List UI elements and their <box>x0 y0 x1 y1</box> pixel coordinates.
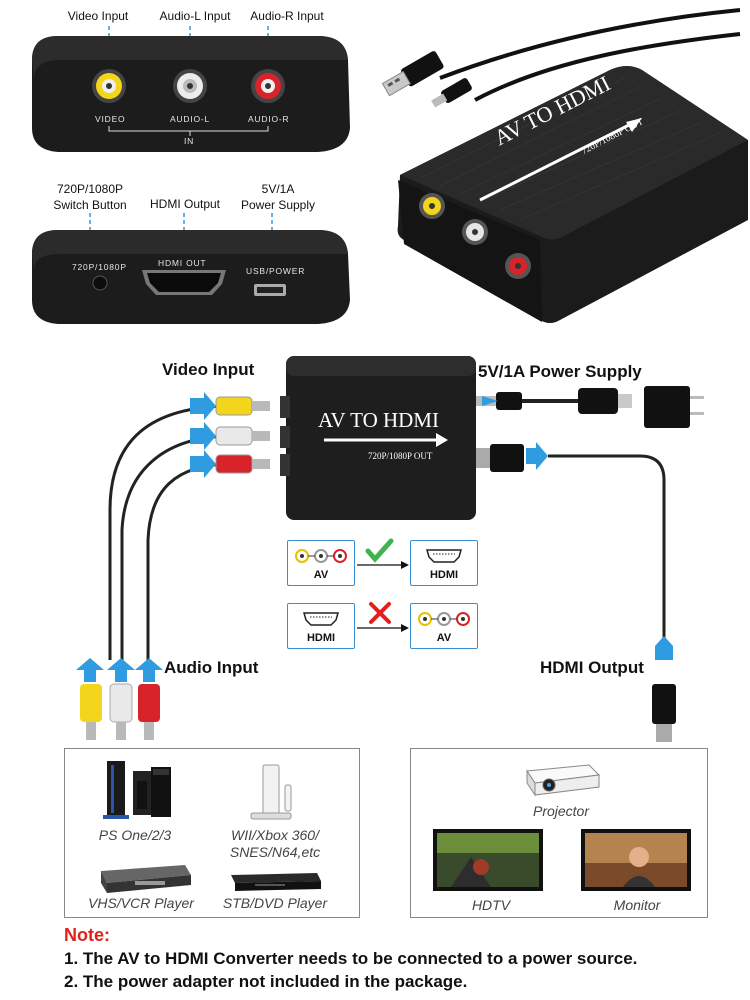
flow-box-hdmi-source: HDMI <box>287 603 355 649</box>
flow-ok-arrow <box>357 538 409 569</box>
label-audio-r-input: Audio-R Input <box>250 9 324 23</box>
flow-label-hdmi: HDMI <box>306 632 336 644</box>
front-label-audio-r: AUDIO-R <box>248 114 290 124</box>
connection-diagram <box>76 356 704 742</box>
label-audio-l-input: Audio-L Input <box>159 9 231 23</box>
front-label-video: VIDEO <box>95 114 126 124</box>
flow-label-av: AV <box>436 632 452 644</box>
back-label-usb-power: USB/POWER <box>246 266 306 276</box>
wii-console-icon <box>250 764 292 820</box>
front-label-audio-l: AUDIO-L <box>170 114 211 124</box>
caption-ps: PS One/2/3 <box>98 827 172 843</box>
ps-console-icon <box>103 761 171 819</box>
caption-projector: Projector <box>532 803 590 819</box>
caption-monitor: Monitor <box>613 897 661 913</box>
caption-vhs: VHS/VCR Player <box>88 895 194 911</box>
note-line-1: 1. The AV to HDMI Converter needs to be … <box>64 949 638 968</box>
back-label-switch: 720P/1080P <box>72 262 127 272</box>
monitor-icon <box>581 829 691 891</box>
flow-box-av-source: AV <box>287 540 355 586</box>
hdtv-icon <box>433 829 543 891</box>
diagram-video-input-label: Video Input <box>162 360 255 379</box>
note-title: Note: <box>64 925 110 945</box>
source-devices-box: PS One/2/3 WII/Xbox 360/ SNES/N64,etc VH… <box>64 748 360 918</box>
vhs-player-icon <box>101 865 191 893</box>
product-photo <box>381 8 748 323</box>
label-power-supply: 5V/1A Power Supply <box>240 182 316 212</box>
note-line-2: 2. The power adapter not included in the… <box>64 972 468 991</box>
front-label-in: IN <box>184 136 195 146</box>
flow-box-hdmi-target: HDMI <box>410 540 478 586</box>
rca-jacks-icon <box>418 612 470 626</box>
rca-jacks-icon <box>295 549 347 563</box>
flow-bad-arrow <box>357 602 409 632</box>
back-label-hdmi-out: HDMI OUT <box>158 258 207 268</box>
projector-icon <box>526 764 601 797</box>
back-panel-device <box>32 213 350 324</box>
diagram-power-supply-label: 5V/1A Power Supply <box>478 362 642 381</box>
hdmi-port-icon <box>426 549 462 563</box>
display-devices-box: Projector HDTV Monitor <box>410 748 708 918</box>
dvd-player-icon <box>231 873 321 891</box>
hdmi-port-icon <box>303 612 339 626</box>
label-video-input: Video Input <box>67 9 129 23</box>
converter-title: AV TO HDMI <box>318 408 439 432</box>
flow-box-av-target: AV <box>410 603 478 649</box>
caption-hdtv: HDTV <box>471 897 511 913</box>
label-switch-button: 720P/1080P Switch Button <box>53 182 127 212</box>
diagram-audio-input-label: Audio Input <box>164 658 259 677</box>
diagram-hdmi-output-label: HDMI Output <box>540 658 644 677</box>
front-panel-device <box>32 26 350 152</box>
caption-wii: WII/Xbox 360/ SNES/N64,etc <box>229 827 321 860</box>
flow-label-hdmi: HDMI <box>429 569 459 581</box>
label-hdmi-output: HDMI Output <box>149 197 221 211</box>
converter-subtitle: 720P/1080P OUT <box>368 451 433 461</box>
flow-label-av: AV <box>313 569 329 581</box>
caption-stb: STB/DVD Player <box>222 895 328 911</box>
